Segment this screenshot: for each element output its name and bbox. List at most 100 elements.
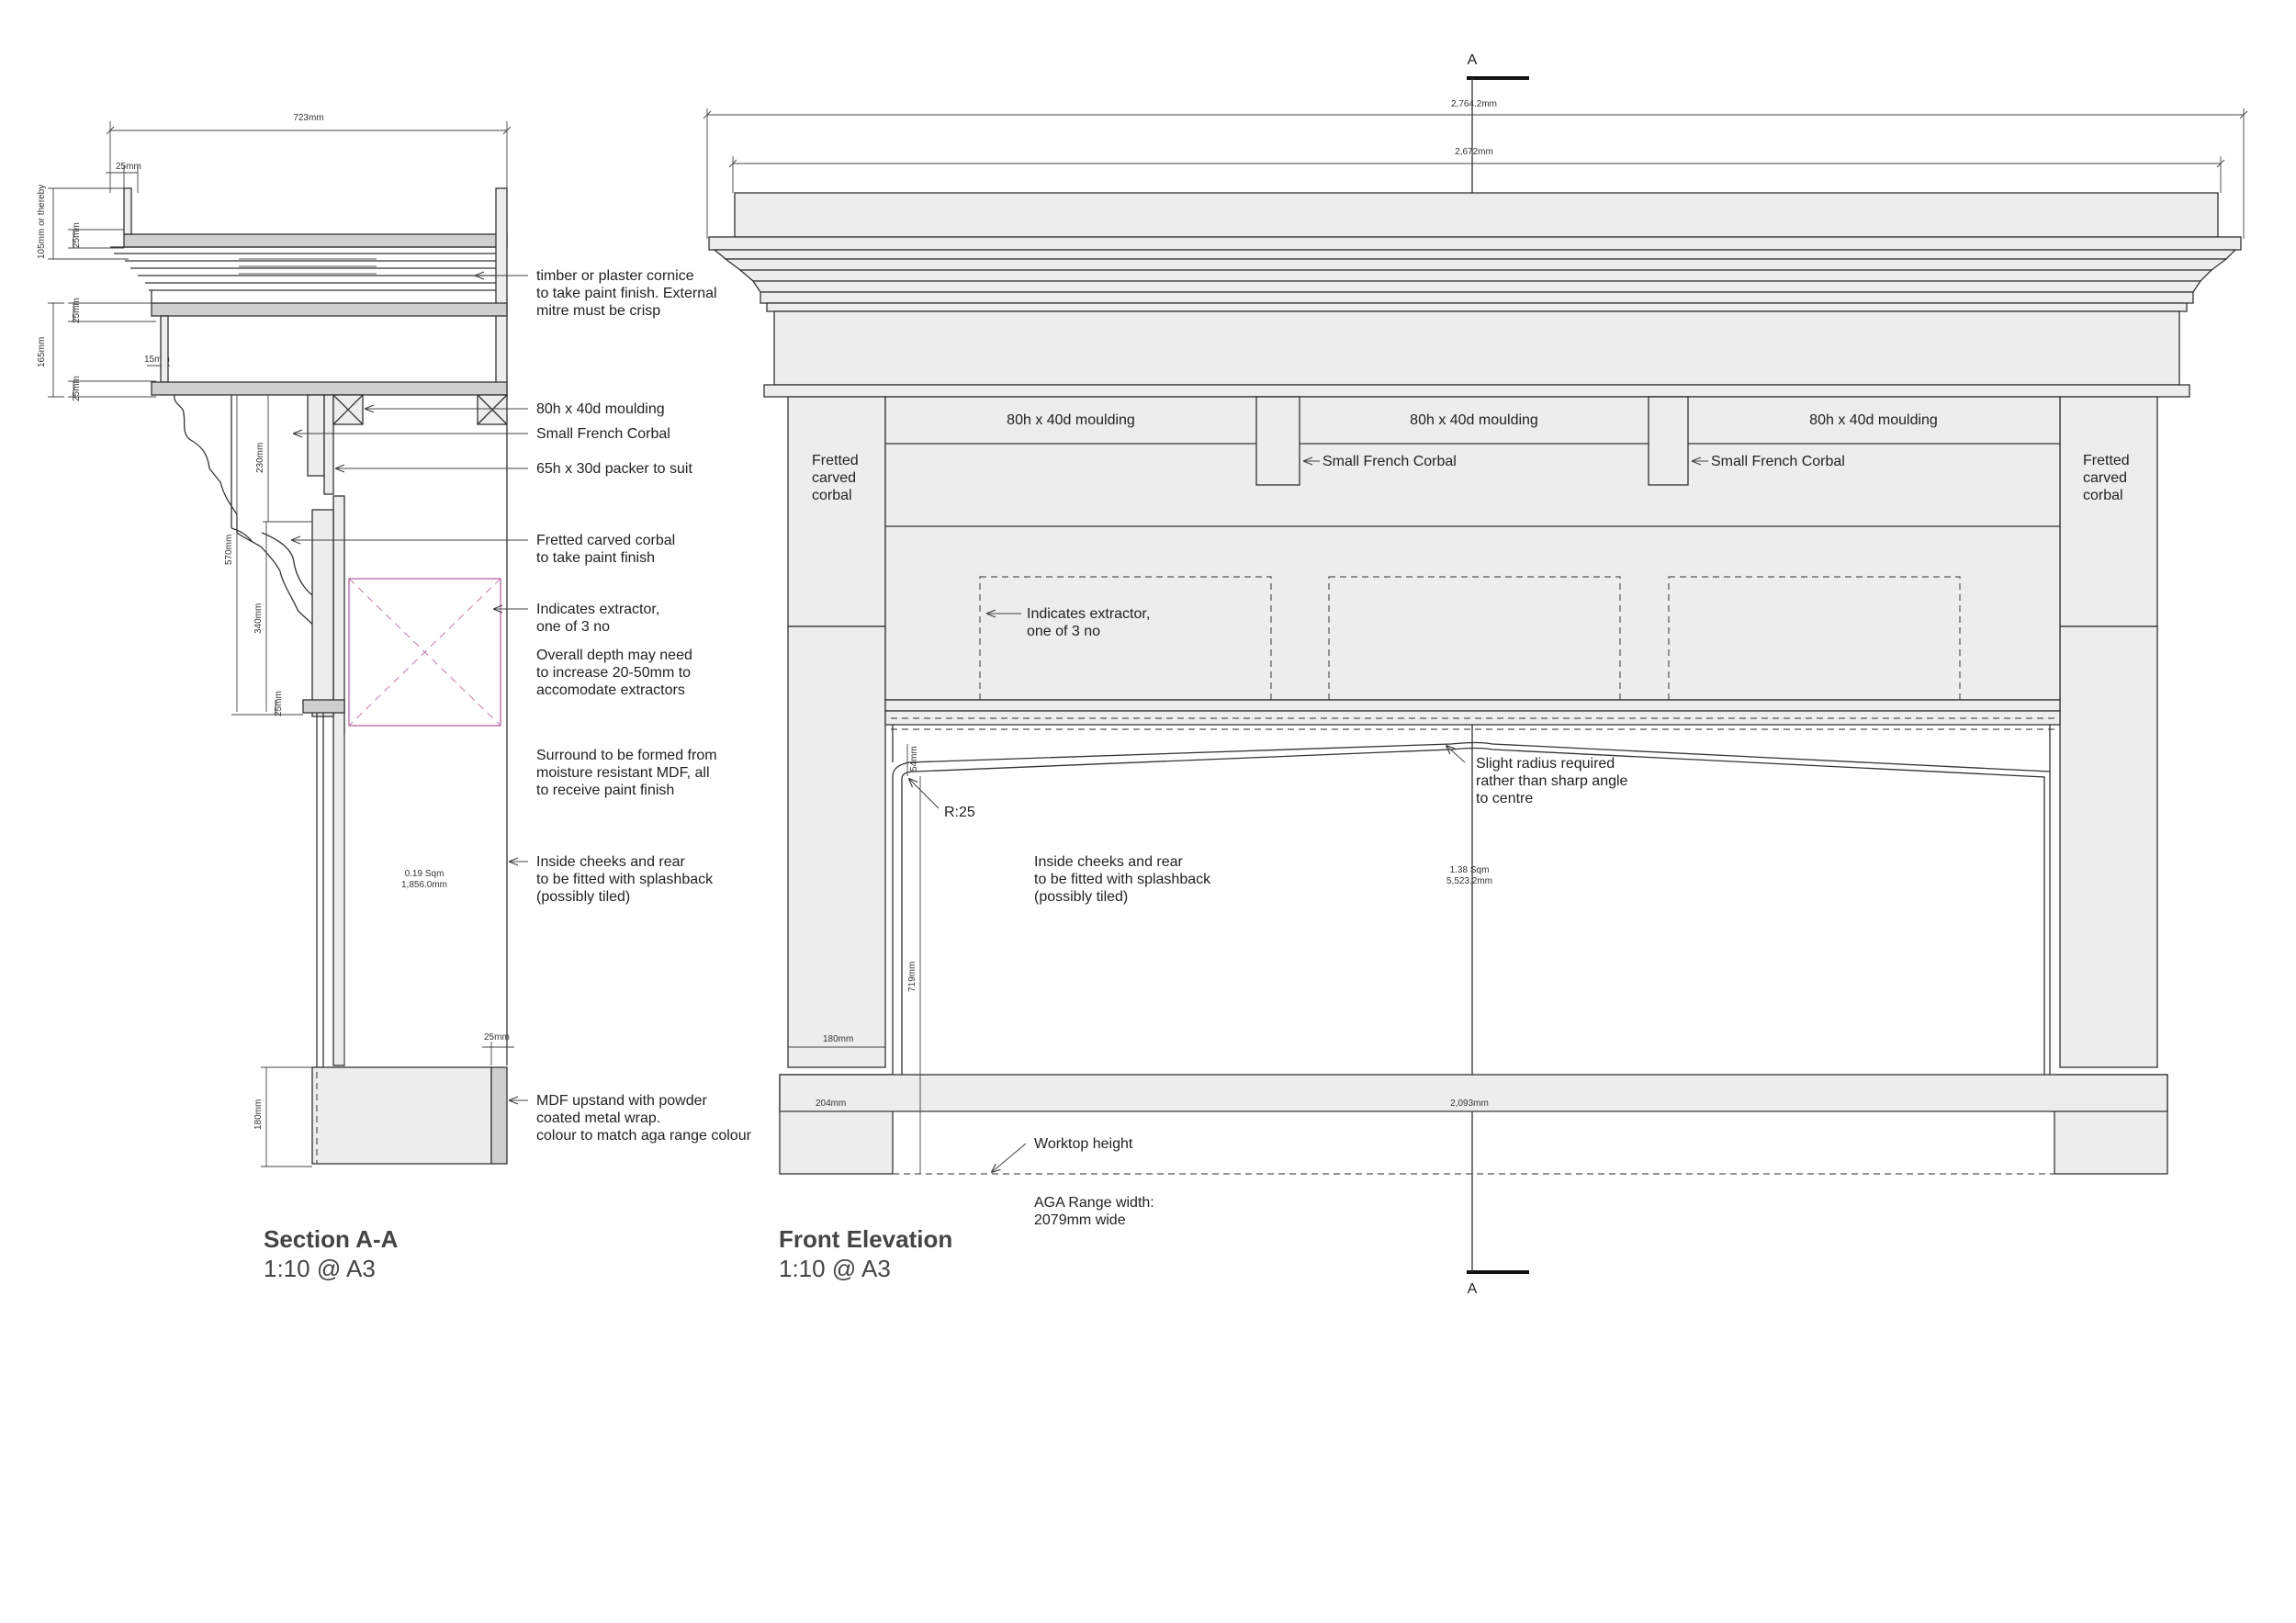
- note-upstand: MDF upstand with powder coated metal wra…: [536, 1093, 752, 1144]
- cornice-top-block: [734, 192, 2219, 238]
- french-corbal-section: [307, 394, 325, 477]
- dim-frieze: 165mm: [37, 337, 47, 367]
- note-overall-depth: Overall depth may need to increase 20-50…: [536, 648, 696, 698]
- right-fretted-corbal: [2059, 396, 2158, 627]
- note-fretted-left: Fretted carved corbal: [812, 453, 862, 503]
- cornice-fillet: [766, 302, 2188, 312]
- dim-top-board: 25mm: [116, 162, 141, 172]
- front-panel-section: [332, 495, 345, 1066]
- dim-corbal-570: 570mm: [224, 535, 234, 565]
- dim-opening-height: 719mm: [907, 962, 917, 992]
- section-width-dimension: 723mm: [106, 113, 512, 193]
- note-radius-25: R:25: [944, 805, 975, 820]
- top-board: [123, 233, 508, 248]
- section-left-dimensions: 105mm or thereby 25mm 25mm 165mm 25mm: [37, 185, 156, 401]
- front-elevation: A A 2,764.2mm 2,672mm: [703, 52, 2248, 1297]
- section-extractor: [348, 578, 501, 727]
- extractor-right: [1668, 576, 1961, 712]
- note-moulding-left: 80h x 40d moulding: [1007, 412, 1135, 428]
- dim-corbal-230: 230mm: [255, 443, 265, 473]
- note-aga-range: AGA Range width: 2079mm wide: [1034, 1195, 1158, 1228]
- section-a-a: 723mm 25mm 105mm or thereby 25mm 25mm: [37, 113, 752, 1282]
- frieze-inner-board: [160, 315, 169, 383]
- elevation-leaders: [909, 461, 1708, 1172]
- corbal-dimensions: 230mm 570mm 340mm 25mm: [224, 395, 312, 716]
- dim-shelf: 25mm: [274, 691, 284, 716]
- cornice-board: [151, 302, 508, 317]
- note-french-corbal-right: Small French Corbal: [1711, 454, 1845, 469]
- dim-upstand-thickness: 25mm: [484, 1032, 510, 1043]
- section-mark-bottom: A: [1468, 1281, 1478, 1297]
- left-fretted-corbal: [787, 396, 886, 627]
- canopy-lip: [884, 710, 2061, 726]
- cornice-bed: [760, 291, 2194, 304]
- frieze-bottom-board: [151, 381, 508, 396]
- dim-board-3: 25mm: [72, 376, 82, 401]
- elevation-area: 1.38 Sqm: [1450, 865, 1490, 875]
- note-packer: 65h x 30d packer to suit: [536, 461, 692, 477]
- upstand-metal-wrap: [490, 1066, 508, 1165]
- dim-leg-180: 180mm: [823, 1034, 853, 1044]
- extractor-box: [348, 578, 501, 727]
- note-surround: Surround to be formed from moisture resi…: [536, 748, 721, 798]
- note-french-corbal-left: Small French Corbal: [1322, 454, 1457, 469]
- elevation-notes: 80h x 40d moulding 80h x 40d moulding 80…: [812, 412, 2130, 1228]
- note-inside-cheeks: Inside cheeks and rear to be fitted with…: [1034, 854, 1215, 905]
- dim-cornice-height: 105mm or thereby: [37, 185, 47, 259]
- elevation-canopy: [884, 396, 2061, 730]
- elevation-scale: 1:10 @ A3: [779, 1255, 891, 1282]
- section-upstand: 180mm 25mm: [253, 1032, 514, 1167]
- dim-board-1: 25mm: [72, 222, 82, 248]
- frieze-panel: [773, 310, 2180, 386]
- elevation-cornice: [708, 192, 2242, 398]
- section-back-panel: [495, 187, 508, 398]
- section-length: 1,856.0mm: [401, 880, 447, 890]
- dim-overall-width: 2,764.2mm: [1451, 99, 1497, 109]
- extractor-middle: [1328, 576, 1621, 712]
- frieze-base: [763, 384, 2190, 398]
- dim-leg-204: 204mm: [816, 1099, 846, 1109]
- note-moulding-right: 80h x 40d moulding: [1809, 412, 1938, 428]
- section-mark-top: A: [1468, 52, 1478, 68]
- dim-rise: 54mm: [909, 746, 919, 772]
- right-leg: [2059, 626, 2158, 1068]
- shelf-section: [302, 699, 345, 714]
- elevation-title: Front Elevation: [779, 1225, 952, 1253]
- dim-board-2: 25mm: [72, 298, 82, 323]
- elevation-length: 5,523.2mm: [1446, 876, 1492, 886]
- section-corbal: [174, 394, 508, 1075]
- section-scale: 1:10 @ A3: [264, 1255, 376, 1282]
- note-cornice: timber or plaster cornice to take paint …: [536, 268, 721, 319]
- french-corbal-left: [1255, 396, 1300, 486]
- fretted-corbal-section: [311, 509, 334, 717]
- note-moulding: 80h x 40d moulding: [536, 401, 665, 417]
- note-french-corbal: Small French Corbal: [536, 426, 670, 442]
- dim-upstand-height: 180mm: [253, 1099, 264, 1130]
- note-fretted-corbal: Fretted carved corbal to take paint fini…: [536, 533, 680, 566]
- canopy-panel: [884, 396, 2061, 701]
- section-notes: timber or plaster cornice to take paint …: [536, 268, 752, 1144]
- elevation-opening-dimensions: 54mm 719mm 180mm 204mm 2,093mm 1.38 Sqm …: [780, 744, 2050, 1174]
- note-slight-radius: Slight radius required rather than sharp…: [1476, 756, 1632, 806]
- left-leg: [787, 626, 886, 1068]
- extractor-left: [979, 576, 1272, 712]
- section-title: Section A-A: [264, 1225, 399, 1253]
- note-extractor: Indicates extractor, one of 3 no: [536, 602, 664, 635]
- dim-cornice-width: 2,672mm: [1455, 147, 1493, 157]
- note-inside-cheeks: Inside cheeks and rear to be fitted with…: [536, 854, 717, 905]
- note-worktop-height: Worktop height: [1034, 1136, 1133, 1152]
- elevation-overall-dimensions: 2,764.2mm 2,672mm: [703, 99, 2248, 239]
- dim-board-inner: 15mm: [144, 355, 170, 365]
- section-area: 0.19 Sqm: [405, 869, 445, 879]
- cornice-crown: [708, 236, 2242, 251]
- dim-section-width: 723mm: [293, 113, 323, 123]
- french-corbal-right: [1648, 396, 1689, 486]
- note-moulding-middle: 80h x 40d moulding: [1410, 412, 1538, 428]
- section-leaders: [292, 276, 528, 1100]
- dim-opening-width: 2,093mm: [1450, 1099, 1489, 1109]
- upstand-block: [311, 1066, 492, 1165]
- dim-corbal-340: 340mm: [253, 603, 264, 634]
- note-extractor: Indicates extractor, one of 3 no: [1027, 606, 1154, 639]
- cornice-upstand: [123, 187, 132, 235]
